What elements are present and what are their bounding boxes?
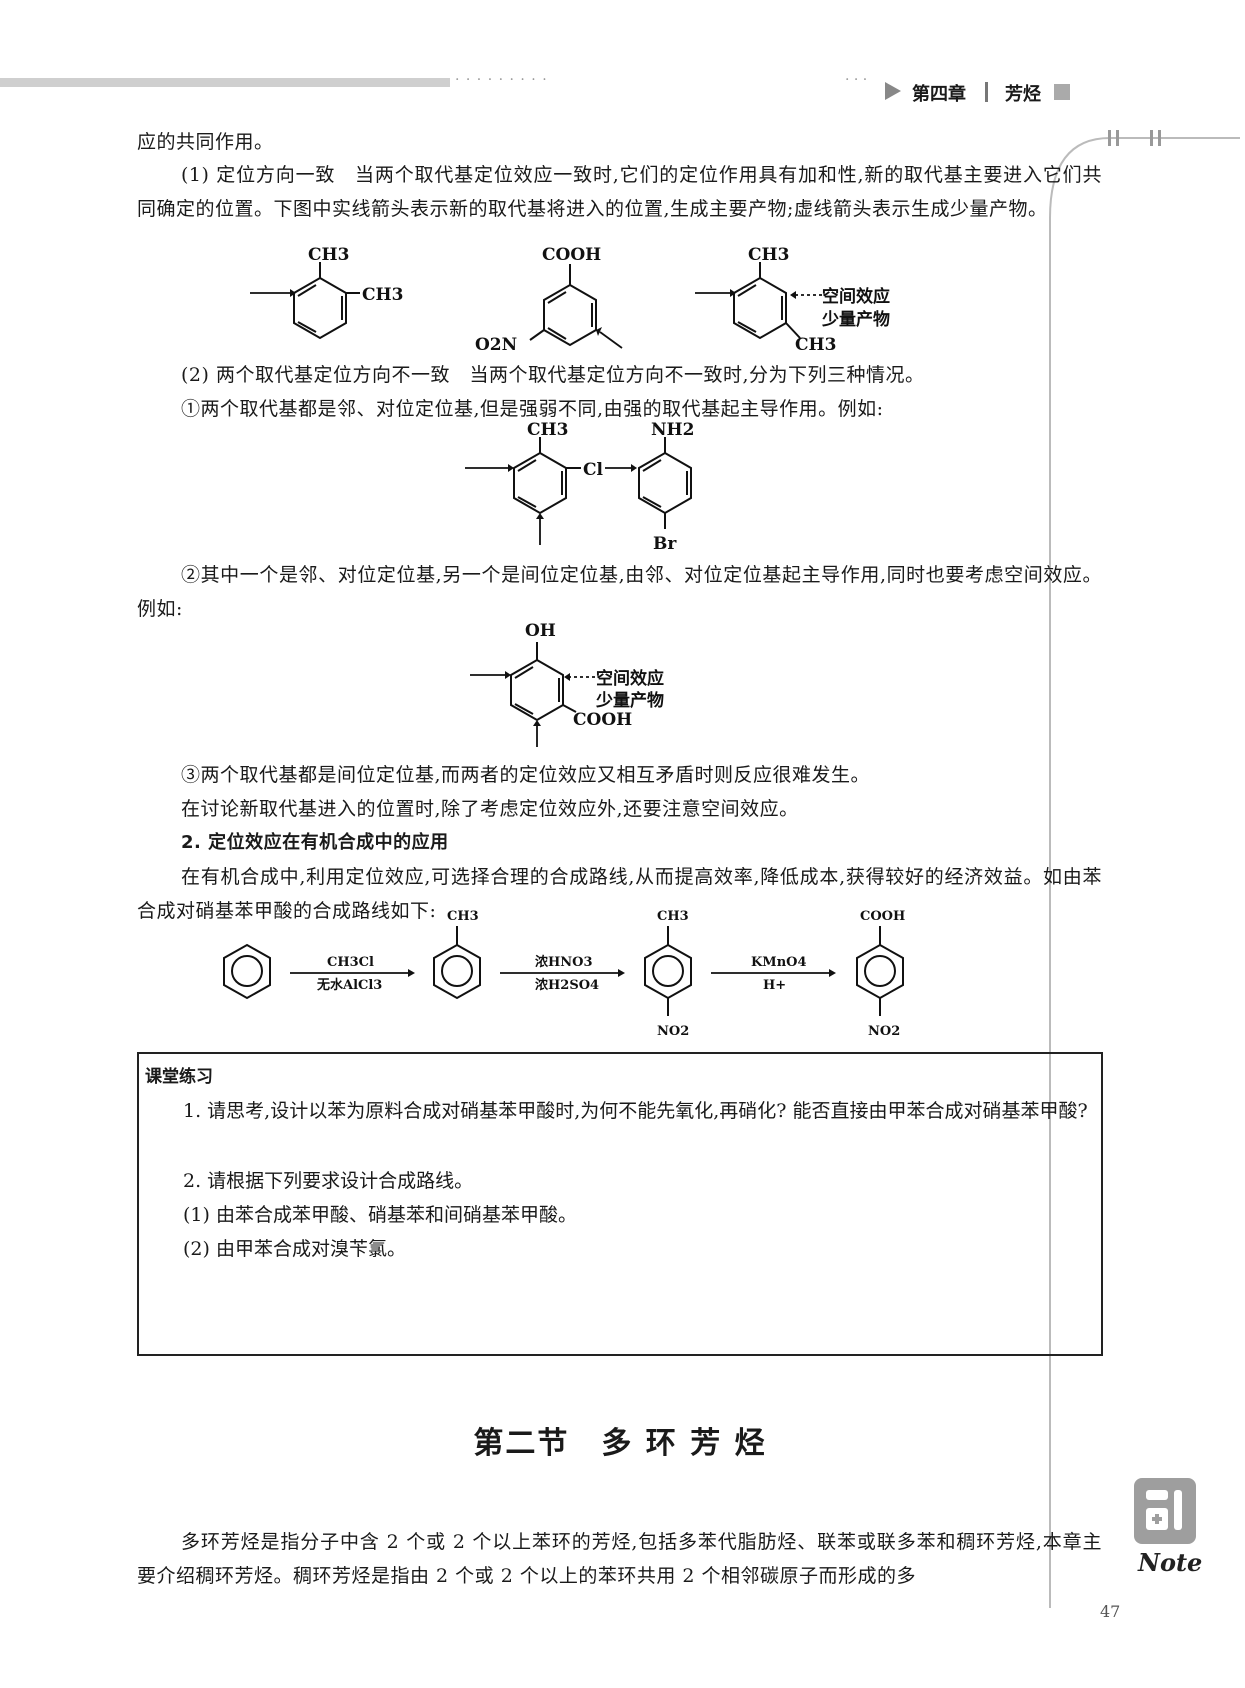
figure-case-2: OH COOH 空间效应 少量产物 bbox=[470, 621, 664, 747]
exercise-title: 课堂练习 bbox=[145, 1067, 213, 1087]
reaction-step-2: 浓HNO3 浓H2SO4 bbox=[500, 954, 625, 993]
para-continuation: 应的共同作用。 bbox=[137, 131, 274, 153]
chapter-label: 第四章 bbox=[912, 84, 966, 105]
figure-synthesis-route: CH3Cl 无水AlCl3 CH3 浓HNO3 浓H2SO4 CH3 NO2 K… bbox=[223, 909, 905, 1039]
exercise-box: 课堂练习 1. 请思考,设计以苯为原料合成对硝基苯甲酸时,为何不能先氧化,再硝化… bbox=[137, 1052, 1103, 1356]
molecule-salicylic-acid: OH COOH 空间效应 少量产物 bbox=[470, 621, 664, 747]
ch3-label: CH3 bbox=[447, 909, 479, 924]
para-direction-same: (1) 定位方向一致 当两个取代基定位效应一致时,它们的定位作用具有加和性,新的… bbox=[137, 164, 1102, 220]
br-label: Br bbox=[653, 534, 677, 554]
reagent-label: 浓H2SO4 bbox=[535, 977, 599, 993]
para-steric-note: 在讨论新取代基进入的位置时,除了考虑定位效应外,还要注意空间效应。 bbox=[181, 798, 799, 820]
header-dots-right: · · · bbox=[845, 72, 868, 88]
cooh-label: COOH bbox=[860, 909, 905, 924]
molecule-nitrobenzoic-acid: COOH NO2 bbox=[856, 909, 905, 1039]
steric-effect-label: 空间效应 bbox=[596, 668, 664, 689]
header-dots-left: · · · · · · · · · bbox=[455, 72, 548, 88]
exercise-question-2b: (2) 由甲苯合成对溴苄氯。 bbox=[183, 1238, 406, 1260]
ch3-label: CH3 bbox=[748, 245, 789, 265]
header-divider bbox=[985, 82, 988, 102]
margin-rail bbox=[1049, 130, 1240, 1608]
para-direction-different: (2) 两个取代基定位方向不一致 当两个取代基定位方向不一致时,分为下列三种情况… bbox=[181, 364, 925, 386]
no2-label: NO2 bbox=[868, 1024, 900, 1039]
reagent-label: CH3Cl bbox=[327, 955, 374, 970]
para-case-3: ③两个取代基都是间位定位基,而两者的定位效应又相互矛盾时则反应很难发生。 bbox=[181, 764, 871, 786]
cl-label: Cl bbox=[583, 460, 604, 480]
oh-label: OH bbox=[525, 621, 556, 641]
ch3-label: CH3 bbox=[362, 285, 403, 305]
molecule-bromoaniline: NH2 Br bbox=[605, 420, 694, 554]
note-icon bbox=[1134, 1478, 1196, 1544]
ch3-label: CH3 bbox=[527, 420, 568, 440]
header-bar bbox=[0, 78, 450, 87]
molecule-chlorotoluene: CH3 Cl bbox=[465, 420, 604, 545]
steric-effect-label: 空间效应 bbox=[822, 286, 890, 307]
reaction-step-3: KMnO4 H+ bbox=[711, 955, 836, 993]
exercise-question-2: 2. 请根据下列要求设计合成路线。 bbox=[183, 1170, 474, 1192]
molecule-benzene bbox=[223, 943, 271, 1000]
subheading-synthesis: 2. 定位效应在有机合成中的应用 bbox=[181, 832, 449, 853]
molecule-nitrobenzoic-acid: COOH O2N bbox=[475, 245, 623, 355]
reagent-label: 无水AlCl3 bbox=[316, 977, 382, 993]
nh2-label: NH2 bbox=[651, 420, 694, 440]
section-title: 第二节 多 环 芳 烃 bbox=[473, 1426, 767, 1461]
reaction-step-1: CH3Cl 无水AlCl3 bbox=[290, 955, 415, 993]
molecule-o-xylene: CH3 CH3 bbox=[250, 245, 403, 340]
ch3-label: CH3 bbox=[308, 245, 349, 265]
reagent-label: H+ bbox=[763, 978, 786, 993]
ch3-label: CH3 bbox=[657, 909, 689, 924]
ch3-label: CH3 bbox=[795, 335, 836, 355]
header-square-icon bbox=[1054, 84, 1070, 100]
page-number: 47 bbox=[1100, 1602, 1121, 1621]
molecule-m-xylene: CH3 CH3 空间效应 少量产物 bbox=[695, 245, 890, 355]
cooh-label: COOH bbox=[573, 710, 632, 730]
exercise-question-2a: (1) 由苯合成苯甲酸、硝基苯和间硝基苯甲酸。 bbox=[183, 1204, 577, 1226]
exercise-question-1: 1. 请思考,设计以苯为原料合成对硝基苯甲酸时,为何不能先氧化,再硝化? 能否直… bbox=[183, 1100, 1088, 1122]
reagent-label: KMnO4 bbox=[751, 955, 807, 970]
molecule-toluene: CH3 bbox=[433, 909, 481, 1000]
para-synthesis: 在有机合成中,利用定位效应,可选择合理的合成路线,从而提高效率,降低成本,获得较… bbox=[137, 866, 1102, 922]
o2n-label: O2N bbox=[475, 335, 517, 355]
reagent-label: 浓HNO3 bbox=[535, 954, 593, 970]
minor-product-label: 少量产物 bbox=[821, 309, 890, 330]
figure-same-direction: CH3 CH3 COOH O2N CH3 CH3 空间效应 少量产物 bbox=[250, 245, 890, 355]
no2-label: NO2 bbox=[657, 1024, 689, 1039]
chapter-title: 芳烃 bbox=[1005, 84, 1041, 105]
para-case-2: ②其中一个是邻、对位定位基,另一个是间位定位基,由邻、对位定位基起主导作用,同时… bbox=[137, 564, 1102, 620]
note-label: Note bbox=[1138, 1548, 1203, 1577]
cooh-label: COOH bbox=[542, 245, 601, 265]
figure-case-1: CH3 Cl NH2 Br bbox=[465, 420, 694, 554]
molecule-nitrotoluene: CH3 NO2 bbox=[644, 909, 692, 1039]
header-arrow-icon bbox=[885, 82, 901, 100]
minor-product-label: 少量产物 bbox=[595, 690, 664, 711]
para-case-1: ①两个取代基都是邻、对位定位基,但是强弱不同,由强的取代基起主导作用。例如: bbox=[181, 398, 884, 420]
para-polycyclic: 多环芳烃是指分子中含 2 个或 2 个以上苯环的芳烃,包括多苯代脂肪烃、联苯或联… bbox=[137, 1531, 1102, 1587]
